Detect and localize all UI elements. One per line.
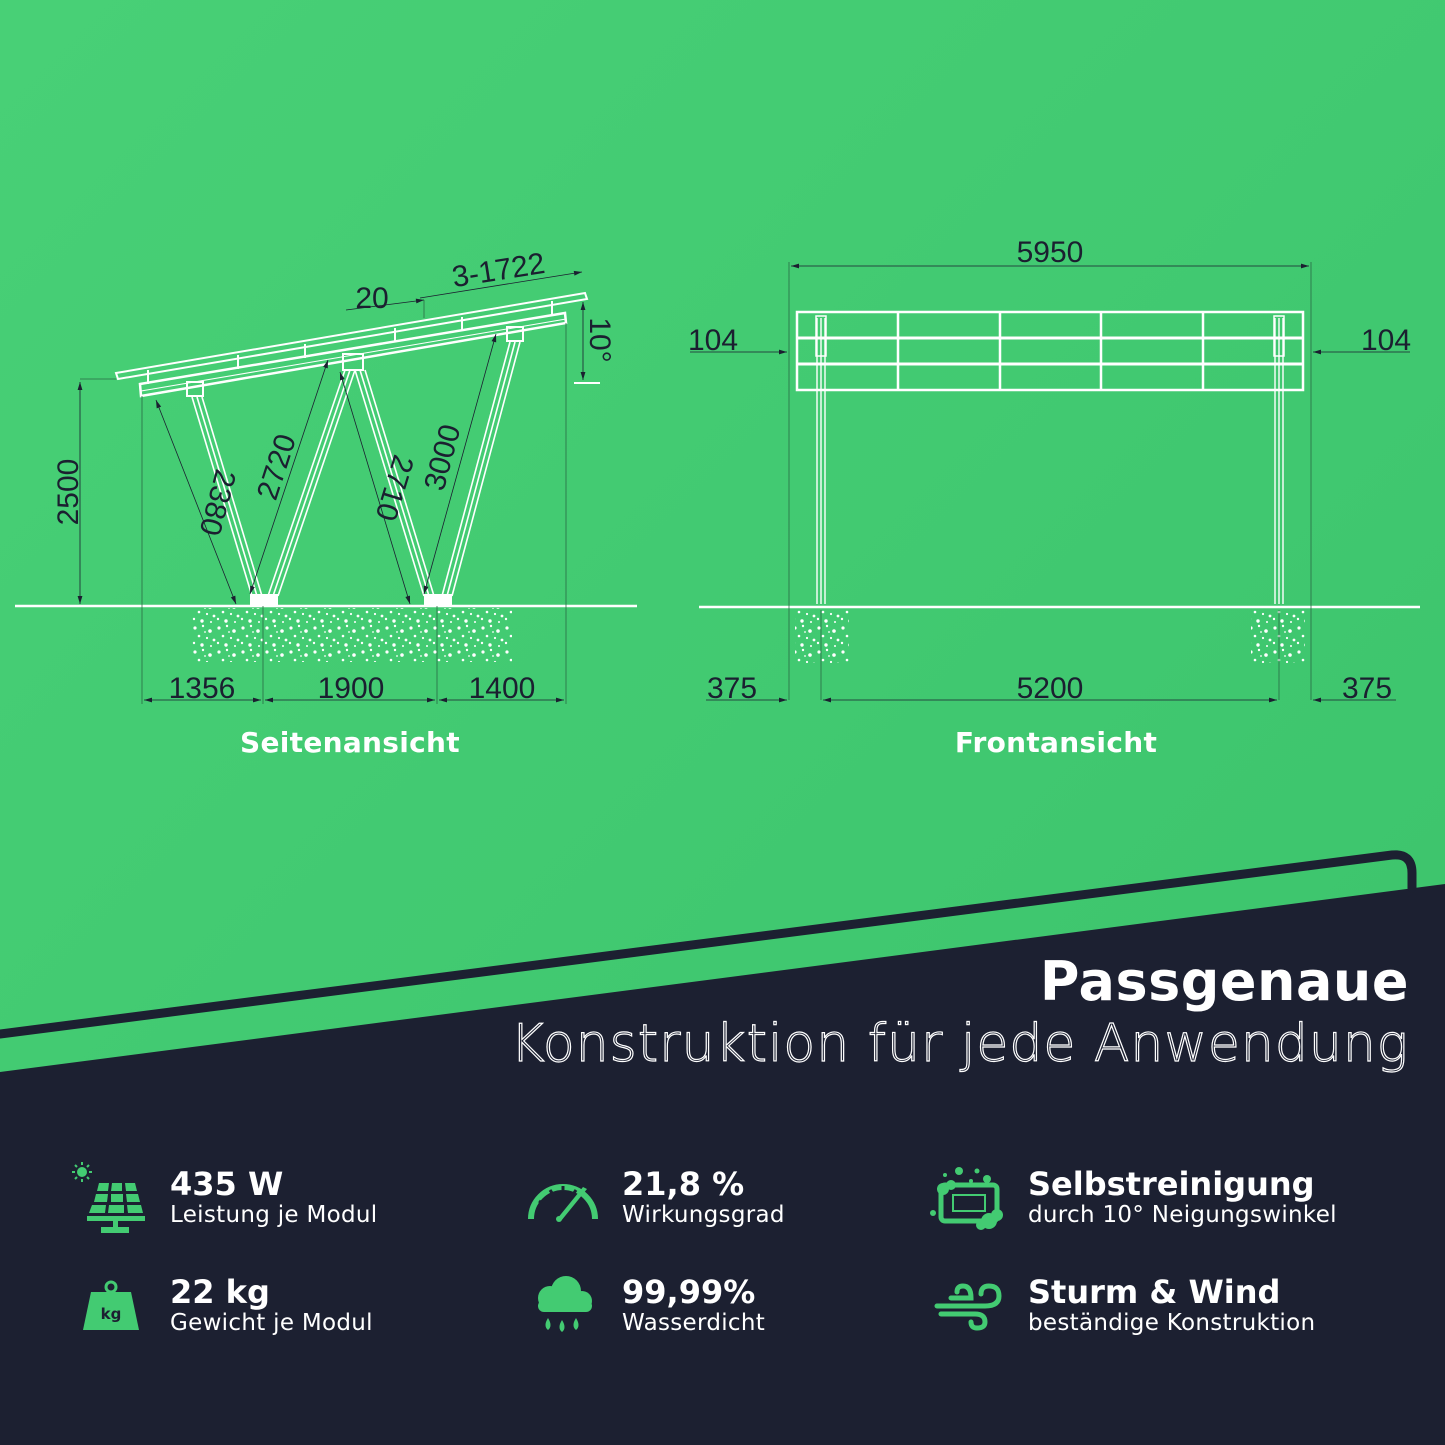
speedometer-icon xyxy=(518,1158,608,1238)
svg-text:2720: 2720 xyxy=(251,430,303,504)
feature-value: Sturm & Wind xyxy=(1028,1273,1281,1311)
feature-waterproof: 99,99% Wasserdicht xyxy=(518,1266,765,1346)
svg-text:20: 20 xyxy=(355,282,388,315)
side-view-drawing xyxy=(15,291,637,662)
solar-panel-icon xyxy=(66,1158,156,1238)
feature-label: beständige Konstruktion xyxy=(1028,1310,1316,1336)
feature-storm-wind: Sturm & Wind beständige Konstruktion xyxy=(924,1266,1315,1346)
front-view-dimension-labels: 5950 104 104 375 5200 375 xyxy=(688,236,1411,705)
rain-cloud-icon xyxy=(518,1266,608,1346)
feature-label: Leistung je Modul xyxy=(170,1202,378,1228)
svg-text:104: 104 xyxy=(688,324,738,357)
front-view-dimensions xyxy=(690,262,1410,703)
feature-value: 21,8 % xyxy=(622,1165,745,1203)
feature-label: durch 10° Neigungswinkel xyxy=(1028,1202,1337,1228)
feature-efficiency: 21,8 % Wirkungsgrad xyxy=(518,1158,785,1238)
feature-value: Selbstreinigung xyxy=(1028,1165,1315,1203)
headline: Passgenaue Konstruktion für jede Anwendu… xyxy=(510,950,1409,1075)
feature-label: Wasserdicht xyxy=(622,1310,766,1336)
svg-text:104: 104 xyxy=(1361,324,1411,357)
svg-text:5950: 5950 xyxy=(1017,236,1084,269)
headline-title: Passgenaue xyxy=(1039,950,1409,1013)
feature-label: Wirkungsgrad xyxy=(622,1202,785,1228)
svg-text:10°: 10° xyxy=(583,317,616,362)
feature-value: 22 kg xyxy=(170,1273,270,1311)
self-cleaning-icon xyxy=(924,1158,1014,1238)
svg-text:2710: 2710 xyxy=(369,451,420,524)
svg-text:1400: 1400 xyxy=(469,672,536,705)
svg-text:375: 375 xyxy=(1342,672,1392,705)
weight-icon-label: kg xyxy=(101,1305,122,1323)
svg-text:1356: 1356 xyxy=(169,672,236,705)
side-view-caption: Seitenansicht xyxy=(240,726,460,759)
feature-value: 435 W xyxy=(170,1165,284,1203)
wind-icon xyxy=(924,1266,1014,1346)
front-view-caption: Frontansicht xyxy=(954,726,1158,759)
headline-subtitle: Konstruktion für jede Anwendung xyxy=(510,1013,1409,1074)
svg-text:5200: 5200 xyxy=(1017,672,1084,705)
svg-text:375: 375 xyxy=(707,672,757,705)
svg-text:3-1722: 3-1722 xyxy=(450,247,547,294)
feature-self-cleaning: Selbstreinigung durch 10° Neigungswinkel xyxy=(924,1158,1337,1238)
svg-text:3000: 3000 xyxy=(418,421,467,494)
svg-text:1900: 1900 xyxy=(318,672,385,705)
weight-icon: kg xyxy=(66,1266,156,1346)
feature-label: Gewicht je Modul xyxy=(170,1310,373,1336)
svg-text:2500: 2500 xyxy=(52,459,85,526)
front-view-drawing xyxy=(699,310,1420,663)
feature-weight: kg 22 kg Gewicht je Modul xyxy=(66,1266,373,1346)
svg-text:2380: 2380 xyxy=(193,466,242,539)
feature-power: 435 W Leistung je Modul xyxy=(66,1158,377,1238)
feature-value: 99,99% xyxy=(622,1273,756,1311)
side-view-dimensions xyxy=(77,270,600,704)
